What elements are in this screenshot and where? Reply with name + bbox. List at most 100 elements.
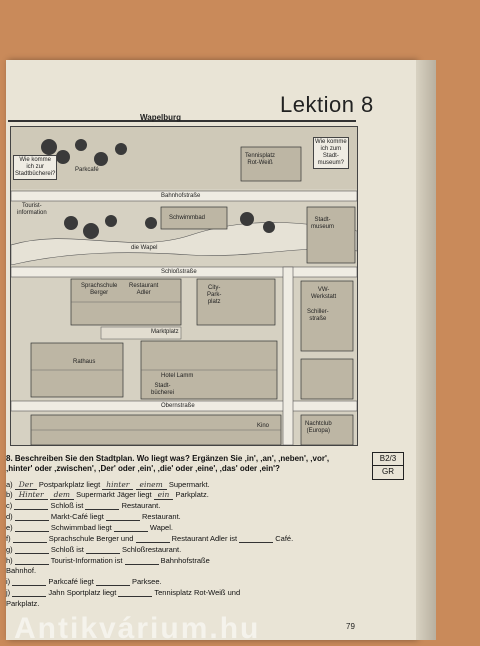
task-line-i: i) Parkcafé liegt Parksee. xyxy=(6,577,162,586)
handwritten-answer: hinter xyxy=(102,480,134,490)
task-text: Bahnhofstraße xyxy=(160,556,210,565)
answer-blank[interactable] xyxy=(12,588,47,597)
task-line-f: f) Sprachschule Berger und Restaurant Ad… xyxy=(6,534,293,543)
task-prefix: b) xyxy=(6,490,13,499)
task-text: Parkcafé liegt xyxy=(48,577,94,586)
task-text: Tennisplatz Rot-Weiß und xyxy=(154,588,241,597)
handwritten-answer: Hinter xyxy=(14,490,48,500)
handwritten-answer: dem xyxy=(49,490,75,500)
task-text: Restaurant. xyxy=(141,512,181,521)
label-hotel: Hotel Lamm xyxy=(161,373,194,379)
task-prefix: h) xyxy=(6,556,13,565)
task-prefix: f) xyxy=(6,534,11,543)
task-text: Bahnhof. xyxy=(6,566,37,575)
label-kino: Kino xyxy=(257,423,270,429)
label-bahnhofstrasse: Bahnhofstraße xyxy=(161,193,201,199)
answer-blank[interactable] xyxy=(85,545,120,554)
label-werkstatt: VW- Werkstatt xyxy=(311,287,337,300)
task-text: Restaurant. xyxy=(121,501,161,510)
page-number: 79 xyxy=(346,622,355,631)
answer-blank[interactable] xyxy=(14,556,49,565)
label-tourist-info: Tourist- information xyxy=(17,203,47,216)
task-prefix: d) xyxy=(6,512,13,521)
handwritten-answer: Der xyxy=(14,480,37,490)
task-line-j-continued: Parkplatz. xyxy=(6,599,39,608)
badge-bottom: GR xyxy=(373,465,403,478)
answer-blank[interactable] xyxy=(113,523,148,532)
task-text: Restaurant Adler ist xyxy=(171,534,238,543)
task-line-c: c) Schloß ist Restaurant. xyxy=(6,501,160,510)
task-text: Schloß ist xyxy=(50,545,84,554)
task-line-e: e) Schwimmbad liegt Wapel. xyxy=(6,523,173,532)
label-parkcafe: Parkcafé xyxy=(75,167,99,173)
speech-bubble-right: Wie komme ich zum Stadt- museum? xyxy=(313,137,349,169)
answer-blank[interactable] xyxy=(14,512,49,521)
label-tennisplatz: Tennisplatz Rot-Weiß xyxy=(245,153,276,166)
label-stadtbuecherei: Stadt- bücherei xyxy=(151,383,175,396)
task-text: Supermarkt Jäger liegt xyxy=(76,490,152,499)
label-marktplatz: Marktplatz xyxy=(151,329,179,335)
task-text: Parkplatz. xyxy=(175,490,209,499)
task-prefix: a) xyxy=(6,480,13,489)
task-line-j: j) Jahn Sportplatz liegt Tennisplatz Rot… xyxy=(6,588,240,597)
handwritten-answer: einem xyxy=(135,480,167,490)
badge-top: B2/3 xyxy=(379,454,397,463)
task-prefix: e) xyxy=(6,523,13,532)
task-line-h-continued: Bahnhof. xyxy=(6,566,36,575)
lesson-title: Lektion 8 xyxy=(280,92,374,117)
answer-blank[interactable] xyxy=(14,523,49,532)
section-badge: B2/3 GR xyxy=(372,452,404,480)
label-schillerstrasse: Schiller- straße xyxy=(307,309,329,322)
label-wapel: die Wapel xyxy=(131,245,158,251)
answer-blank[interactable] xyxy=(239,534,274,543)
answer-blank[interactable] xyxy=(135,534,170,543)
label-nachtclub: Nachtclub (Europa) xyxy=(305,421,332,434)
city-map-drawing xyxy=(11,127,357,445)
answer-blank[interactable] xyxy=(14,545,49,554)
answer-blank[interactable] xyxy=(12,577,47,586)
task-text: Parksee. xyxy=(132,577,162,586)
task-text: Markt-Café liegt xyxy=(50,512,104,521)
answer-blank[interactable] xyxy=(14,501,49,510)
task-prefix: c) xyxy=(6,501,13,510)
task-prefix: g) xyxy=(6,545,13,554)
label-parkplatz: City- Park- platz xyxy=(207,285,222,305)
speech-bubble-left: Wie komme ich zur Stadtbücherei? xyxy=(13,155,58,180)
exercise-instruction: 8. Beschreiben Sie den Stadtplan. Wo lie… xyxy=(6,454,330,473)
watermark: Antikvárium.hu xyxy=(14,612,261,645)
task-text: Postparkplatz liegt xyxy=(38,480,101,489)
label-restaurant-adler: Restaurant Adler xyxy=(129,283,159,296)
task-prefix: j) xyxy=(6,588,11,597)
answer-blank[interactable] xyxy=(12,534,47,543)
task-text: Wapel. xyxy=(149,523,173,532)
page-edge xyxy=(416,60,436,640)
task-text: Jahn Sportplatz liegt xyxy=(48,588,117,597)
label-obernstrasse: Obernstraße xyxy=(161,403,195,409)
map-title: Wapelburg xyxy=(140,113,182,122)
task-line-a: a) Der Postparkplatz liegt hinter einem … xyxy=(6,480,210,490)
answer-blank[interactable] xyxy=(124,556,159,565)
task-line-b: b) Hinter dem Supermarkt Jäger liegt ein… xyxy=(6,490,209,500)
city-map: Bahnhofstraße Schloßstraße Marktplatz Ob… xyxy=(10,126,358,446)
task-text: Schloß ist xyxy=(50,501,84,510)
answer-blank[interactable] xyxy=(95,577,130,586)
answer-blank[interactable] xyxy=(118,588,153,597)
answer-blank[interactable] xyxy=(85,501,120,510)
label-rathaus: Rathaus xyxy=(73,359,96,365)
task-text: Sprachschule Berger und xyxy=(48,534,134,543)
label-stadtmuseum: Stadt- museum xyxy=(311,217,335,230)
handwritten-answer: ein xyxy=(153,490,174,500)
task-line-g: g) Schloß ist Schloßrestaurant. xyxy=(6,545,181,554)
task-text: Schwimmbad liegt xyxy=(50,523,112,532)
task-text: Schloßrestaurant. xyxy=(121,545,182,554)
label-sprachschule: Sprachschule Berger xyxy=(81,283,118,296)
task-line-d: d) Markt-Café liegt Restaurant. xyxy=(6,512,181,521)
task-text: Supermarkt. xyxy=(168,480,210,489)
task-text: Tourist-Information ist xyxy=(50,556,123,565)
task-text: Parkplatz. xyxy=(6,599,40,608)
label-schwimmbad: Schwimmbad xyxy=(169,215,206,221)
task-text: Café. xyxy=(275,534,294,543)
task-prefix: i) xyxy=(6,577,11,586)
answer-blank[interactable] xyxy=(105,512,140,521)
title-rule xyxy=(8,120,356,122)
